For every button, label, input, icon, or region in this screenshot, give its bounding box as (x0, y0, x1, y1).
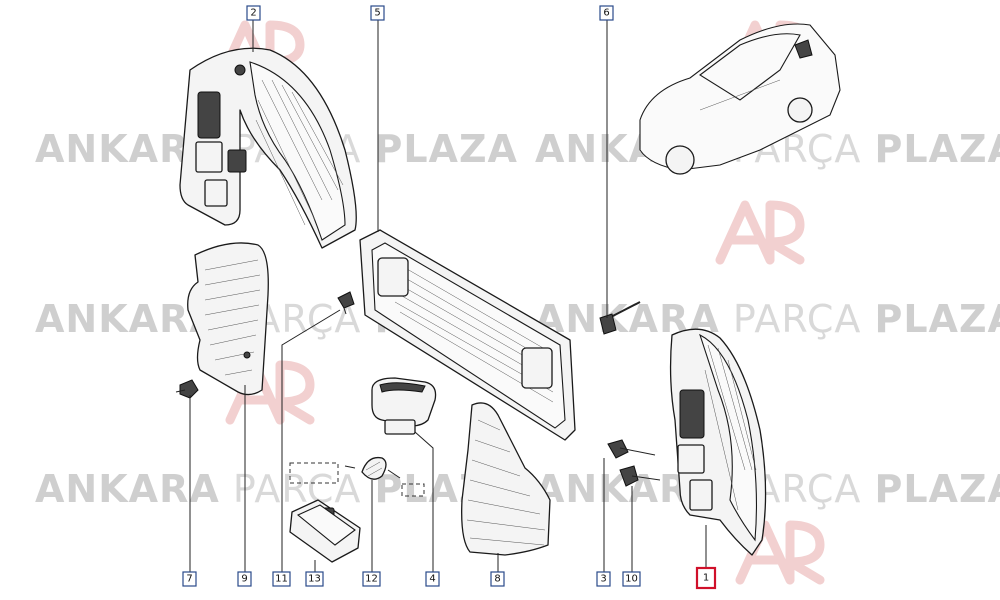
callout-9: 9 (237, 571, 252, 587)
svg-text:9: 9 (241, 574, 247, 585)
callout-7: 7 (182, 571, 197, 587)
part-13-connector[interactable] (289, 499, 361, 563)
svg-text:ANKARA PARÇA PLAZA: ANKARA PARÇA PLAZA (35, 467, 518, 511)
svg-text:6: 6 (603, 8, 609, 19)
svg-text:2: 2 (250, 8, 256, 19)
svg-text:3: 3 (600, 574, 606, 585)
callout-10: 10 (622, 571, 641, 587)
svg-text:12: 12 (365, 574, 378, 585)
callout-3: 3 (596, 571, 611, 587)
callout-4: 4 (425, 571, 440, 587)
watermark-logo-icon (735, 520, 825, 585)
part-9-lamp-cover[interactable] (187, 242, 269, 396)
svg-text:10: 10 (625, 574, 638, 585)
part-6-fastener[interactable] (599, 301, 641, 335)
svg-text:13: 13 (308, 574, 321, 585)
svg-text:11: 11 (275, 574, 288, 585)
dashed-outlines (289, 462, 425, 497)
car-illustration (639, 23, 841, 175)
callout-12: 12 (362, 571, 381, 587)
callout-8: 8 (490, 571, 505, 587)
part-10-bolt[interactable] (619, 465, 661, 487)
svg-text:7: 7 (186, 574, 192, 585)
part-8-lamp-shroud[interactable] (461, 402, 551, 556)
callout-6: 6 (599, 5, 614, 21)
callout-1-highlighted: 1 (695, 566, 717, 590)
watermark-logo-icon (715, 200, 805, 265)
svg-text:ANKARA PARÇA PLAZA: ANKARA PARÇA PLAZA (535, 467, 1000, 511)
part-4-reflector-lamp[interactable] (371, 377, 437, 435)
svg-text:5: 5 (374, 8, 380, 19)
part-3-bolt[interactable] (607, 439, 656, 459)
part-7-clip[interactable] (175, 379, 199, 399)
part-11-screw[interactable] (337, 291, 355, 315)
callout-5: 5 (370, 5, 385, 21)
callout-11: 11 (272, 571, 291, 587)
part-12-small-lens[interactable] (344, 456, 401, 480)
svg-text:1: 1 (703, 573, 709, 584)
callout-2: 2 (246, 5, 261, 21)
svg-text:8: 8 (494, 574, 500, 585)
leader-lines (189, 20, 707, 572)
part-1-tail-lamp-right[interactable] (669, 328, 767, 556)
part-5-trim-panel[interactable] (359, 229, 576, 441)
svg-text:4: 4 (429, 574, 435, 585)
part-2-tail-lamp-left[interactable] (179, 47, 357, 249)
callout-13: 13 (305, 571, 324, 587)
